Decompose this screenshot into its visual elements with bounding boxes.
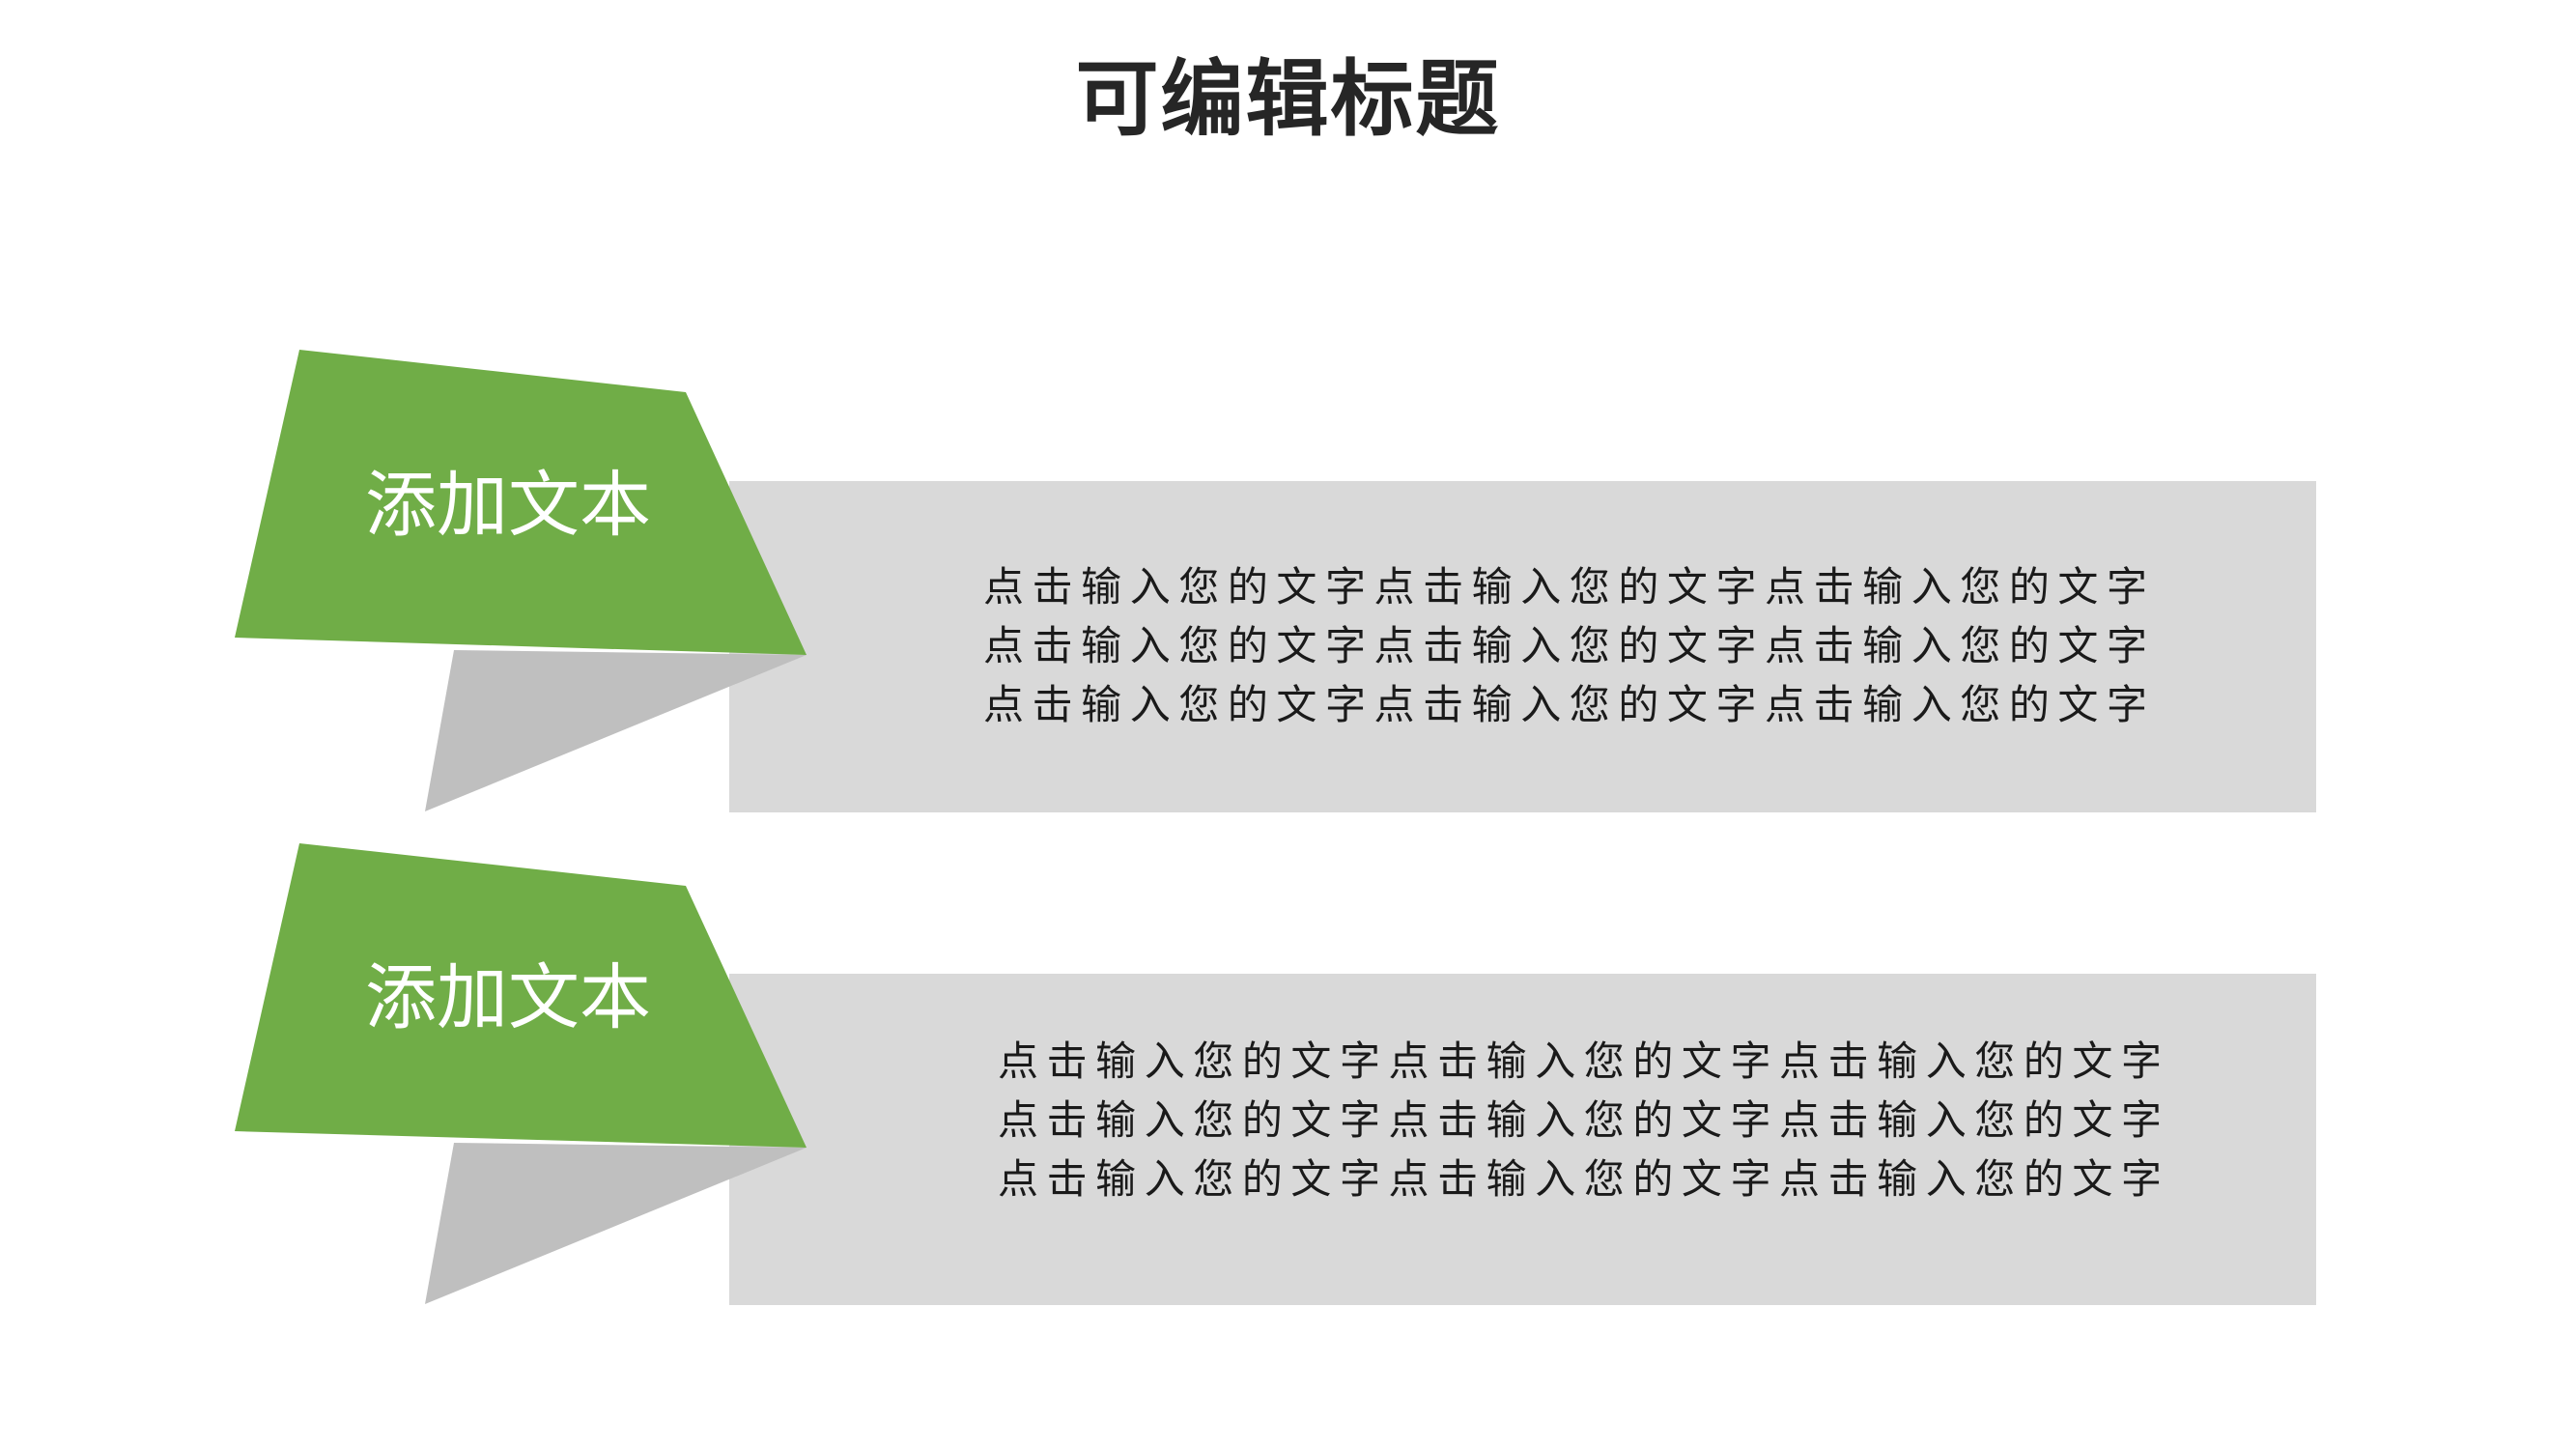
slide-title: 可编辑标题 bbox=[1075, 51, 1501, 148]
card-2-fold-shadow bbox=[425, 1143, 807, 1304]
card-1-text-line: 点击输入您的文字点击输入您的文字点击输入您的文字 bbox=[983, 681, 2147, 728]
card-1-fold-shadow bbox=[425, 650, 807, 811]
card-2-text-line: 点击输入您的文字点击输入您的文字点击输入您的文字 bbox=[998, 1155, 2162, 1203]
card-2-tag-label[interactable]: 添加文本 bbox=[365, 956, 651, 1039]
card-2-text-line: 点击输入您的文字点击输入您的文字点击输入您的文字 bbox=[998, 1037, 2162, 1085]
card-2-body-text[interactable]: 点击输入您的文字点击输入您的文字点击输入您的文字 点击输入您的文字点击输入您的文… bbox=[998, 1032, 2162, 1208]
card-1-body-text[interactable]: 点击输入您的文字点击输入您的文字点击输入您的文字 点击输入您的文字点击输入您的文… bbox=[983, 557, 2147, 734]
card-2-text-line: 点击输入您的文字点击输入您的文字点击输入您的文字 bbox=[998, 1096, 2162, 1144]
card-1-text-line: 点击输入您的文字点击输入您的文字点击输入您的文字 bbox=[983, 563, 2147, 611]
card-1-text-line: 点击输入您的文字点击输入您的文字点击输入您的文字 bbox=[983, 622, 2147, 669]
card-1-tag-label[interactable]: 添加文本 bbox=[365, 464, 651, 547]
